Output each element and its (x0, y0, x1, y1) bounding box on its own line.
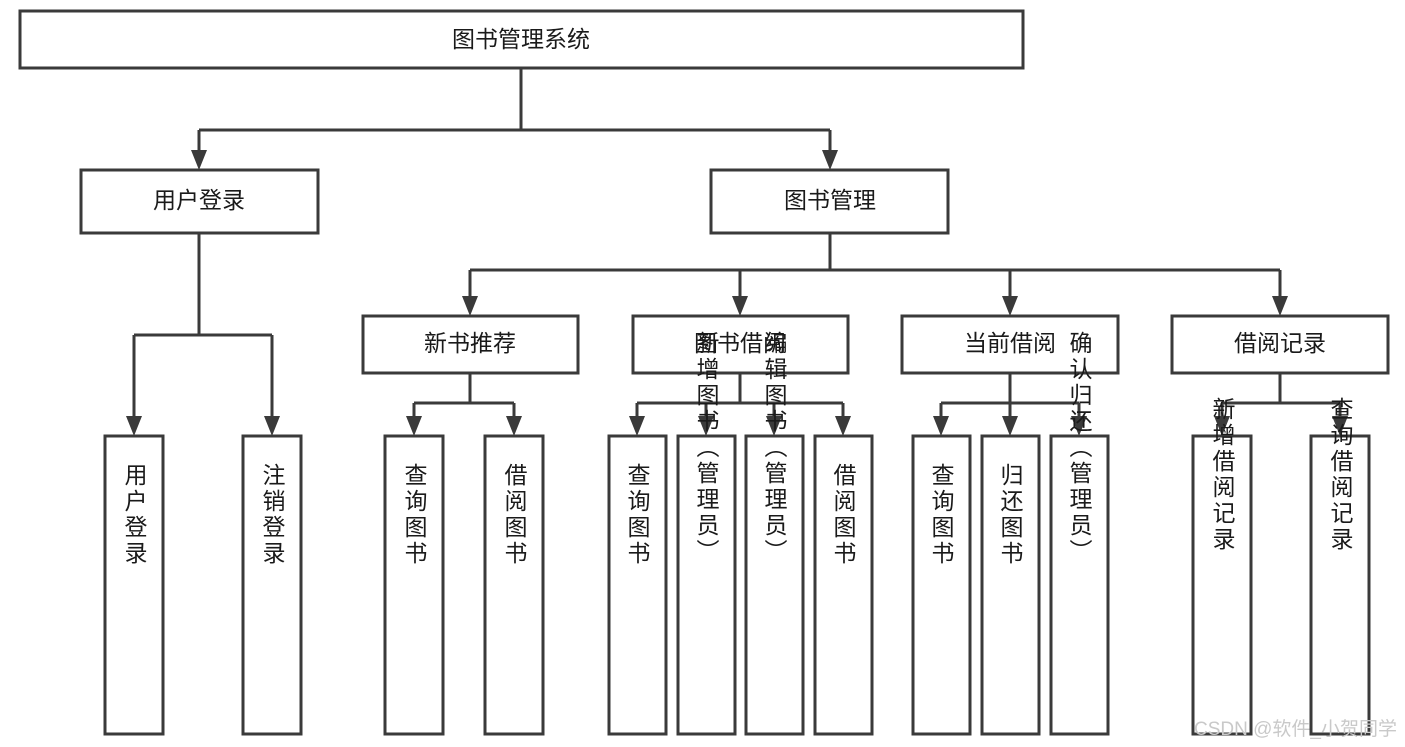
node-current-borrow-box[interactable] (900, 314, 1120, 375)
leaf-book-borrow-1[interactable]: 查询图书 (607, 434, 668, 736)
leaf-current-borrow-2-box[interactable] (980, 434, 1041, 736)
leaf-book-borrow-1-box[interactable] (607, 434, 668, 736)
leaf-borrow-record-1-box[interactable] (1191, 434, 1253, 736)
node-borrow-record[interactable]: 借阅记录 (1170, 314, 1390, 375)
leaf-current-borrow-2-label: 归还图书 (997, 463, 1024, 567)
leaf-book-borrow-2-label: 新增图书（管理员） (693, 331, 720, 565)
leaf-user-login-2[interactable]: 注销登录 (241, 434, 303, 736)
watermark-text: CSDN @软件_小贺同学 (1194, 719, 1397, 740)
node-user-login-box[interactable] (79, 168, 320, 235)
leaf-book-borrow-4-label: 借阅图书 (830, 463, 857, 567)
arrow-book-borrow-leaf-1 (629, 416, 645, 436)
node-new-book-rec-box[interactable] (361, 314, 580, 375)
arrow-root-to-book-manage (822, 150, 838, 170)
node-book-borrow-box[interactable] (631, 314, 850, 375)
leaf-user-login-1[interactable]: 用户登录 (103, 434, 165, 736)
arrow-new-book-rec-leaf-2 (506, 416, 522, 436)
arrow-root-to-user-login (191, 150, 207, 170)
leaf-new-book-rec-2-label: 借阅图书 (501, 463, 528, 567)
leaf-borrow-record-1-label: 新增借阅记录 (1209, 397, 1236, 553)
node-book-manage-label: 图书管理 (784, 187, 876, 213)
leaf-current-borrow-1[interactable]: 查询图书 (911, 434, 972, 736)
leaf-book-borrow-4[interactable]: 借阅图书 (813, 434, 874, 736)
node-new-book-rec[interactable]: 新书推荐 (361, 314, 580, 375)
leaf-user-login-1-box[interactable] (103, 434, 165, 736)
leaf-book-borrow-2-box[interactable] (676, 434, 737, 736)
leaf-borrow-record-2-label: 查询借阅记录 (1327, 397, 1354, 553)
leaf-book-borrow-3[interactable]: 编辑图书（管理员） (744, 331, 805, 736)
node-borrow-record-label: 借阅记录 (1234, 330, 1326, 356)
leaf-borrow-record-1[interactable]: 新增借阅记录 (1191, 397, 1253, 736)
arrow-book-borrow-leaf-4 (835, 416, 851, 436)
arrow-to-new-book-rec (462, 296, 478, 316)
node-new-book-rec-label: 新书推荐 (424, 330, 516, 356)
leaf-book-borrow-3-label: 编辑图书（管理员） (761, 331, 788, 565)
leaf-current-borrow-1-box[interactable] (911, 434, 972, 736)
leaf-new-book-rec-1-box[interactable] (383, 434, 445, 736)
node-book-manage-box[interactable] (709, 168, 950, 235)
node-book-borrow-label: 图书借阅 (694, 330, 786, 356)
arrow-current-borrow-leaf-2 (1002, 416, 1018, 436)
arrow-current-borrow-leaf-1 (933, 416, 949, 436)
node-current-borrow-label: 当前借阅 (964, 330, 1056, 356)
arrow-to-borrow-record (1272, 296, 1288, 316)
leaf-book-borrow-2[interactable]: 新增图书（管理员） (676, 331, 737, 736)
node-borrow-record-box[interactable] (1170, 314, 1390, 375)
node-current-borrow[interactable]: 当前借阅 (900, 314, 1120, 375)
arrow-user-login-leaf-1 (126, 416, 142, 436)
leaf-new-book-rec-1-label: 查询图书 (401, 463, 428, 567)
node-root[interactable]: 图书管理系统 (18, 9, 1025, 70)
arrow-new-book-rec-leaf-1 (406, 416, 422, 436)
leaf-book-borrow-4-box[interactable] (813, 434, 874, 736)
node-book-manage[interactable]: 图书管理 (709, 168, 950, 235)
node-user-login-label: 用户登录 (153, 187, 245, 213)
leaf-new-book-rec-2-box[interactable] (483, 434, 545, 736)
leaf-current-borrow-1-label: 查询图书 (928, 463, 955, 567)
arrow-borrow-record-leaf-2 (1332, 416, 1348, 436)
arrow-to-book-borrow (732, 296, 748, 316)
leaf-current-borrow-3-box[interactable] (1049, 434, 1110, 736)
leaf-borrow-record-2-box[interactable] (1309, 434, 1371, 736)
leaf-user-login-2-box[interactable] (241, 434, 303, 736)
leaf-current-borrow-2[interactable]: 归还图书 (980, 434, 1041, 736)
node-book-borrow[interactable]: 图书借阅 (631, 314, 850, 375)
leaf-new-book-rec-1[interactable]: 查询图书 (383, 434, 445, 736)
leaf-borrow-record-2[interactable]: 查询借阅记录 (1309, 397, 1371, 736)
arrow-book-borrow-leaf-3 (766, 416, 782, 436)
arrow-book-borrow-leaf-2 (698, 416, 714, 436)
leaf-book-borrow-3-box[interactable] (744, 434, 805, 736)
arrow-to-current-borrow (1002, 296, 1018, 316)
leaf-current-borrow-3[interactable]: 确认归还（管理员） (1049, 331, 1110, 736)
arrow-current-borrow-leaf-3 (1071, 416, 1087, 436)
node-root-box[interactable] (18, 9, 1025, 70)
leaf-user-login-1-label: 用户登录 (121, 463, 148, 567)
node-user-login[interactable]: 用户登录 (79, 168, 320, 235)
arrow-borrow-record-leaf-1 (1214, 416, 1230, 436)
leaf-current-borrow-3-label: 确认归还（管理员） (1066, 331, 1093, 565)
leaf-user-login-2-label: 注销登录 (259, 463, 286, 567)
leaf-new-book-rec-2[interactable]: 借阅图书 (483, 434, 545, 736)
connector-layer (126, 68, 1348, 436)
arrow-user-login-leaf-2 (264, 416, 280, 436)
node-root-label: 图书管理系统 (452, 26, 590, 52)
leaf-book-borrow-1-label: 查询图书 (624, 463, 651, 567)
